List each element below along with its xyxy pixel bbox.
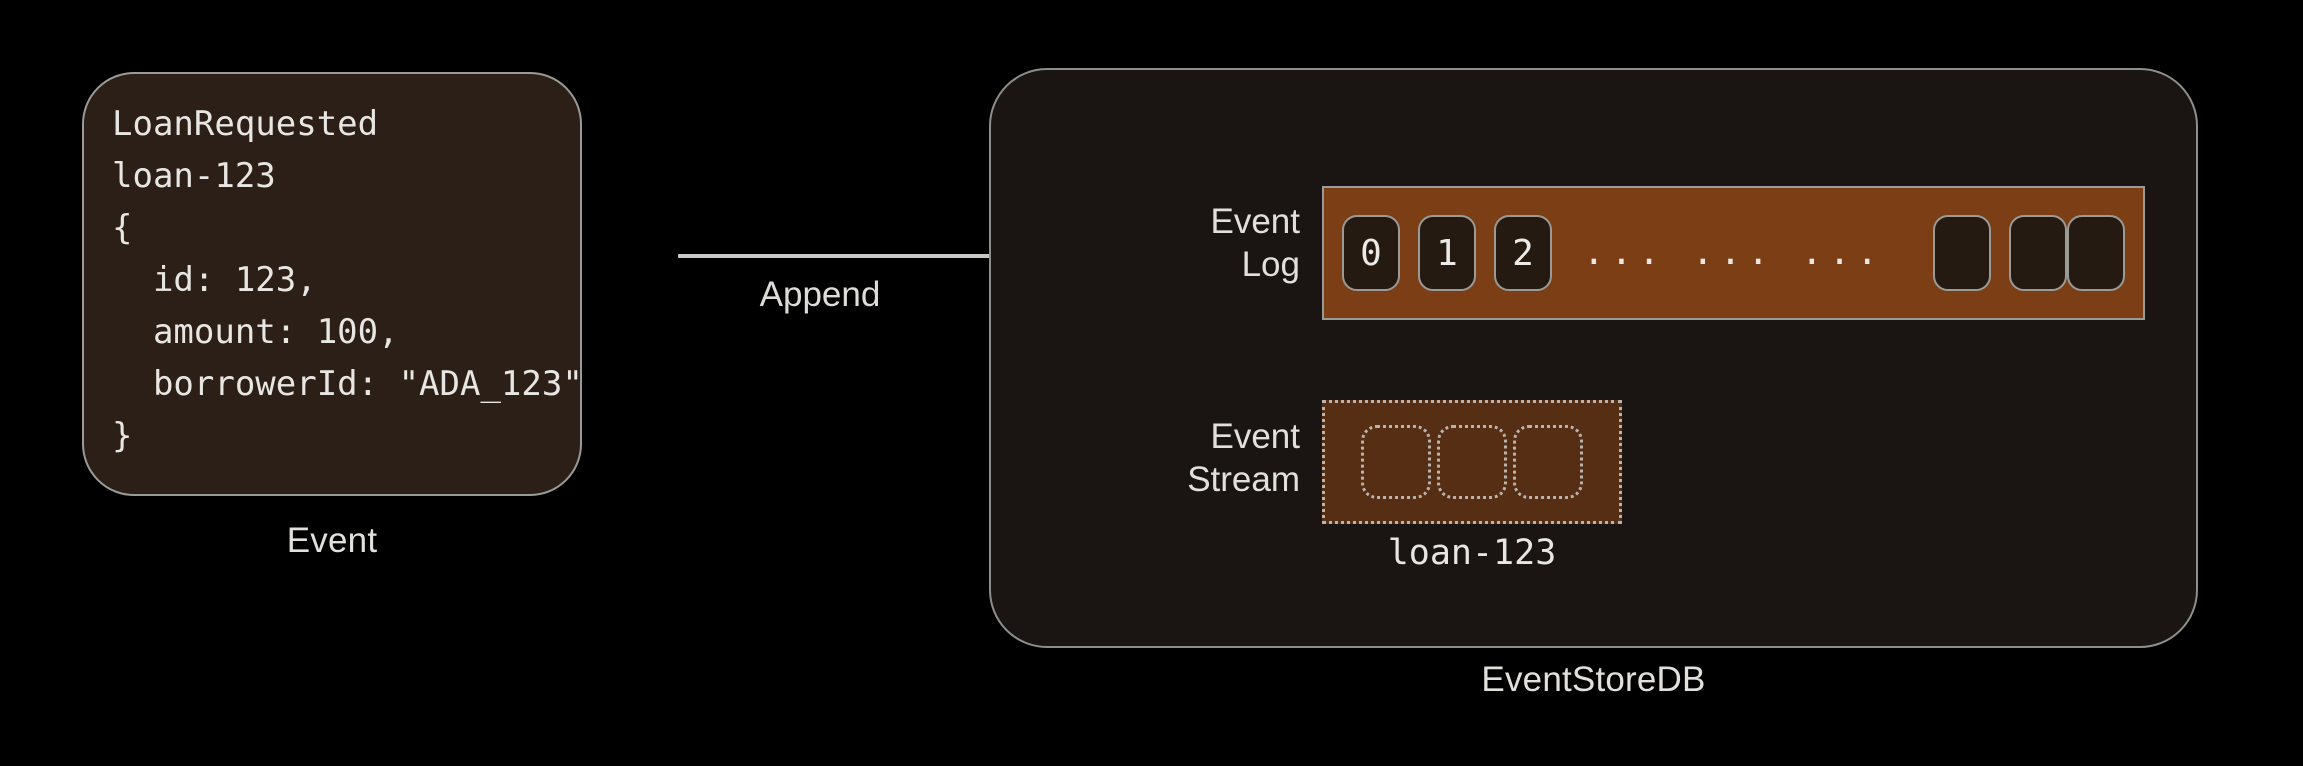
event-card: LoanRequested loan-123 { id: 123, amount… xyxy=(82,72,583,496)
event-stream-cell[interactable] xyxy=(1361,425,1431,499)
event-log-cell[interactable]: 2 xyxy=(1494,215,1552,291)
event-card-caption: Event xyxy=(286,521,378,560)
ellipsis-group: ... xyxy=(1691,232,1776,273)
event-log-cell-empty[interactable] xyxy=(1933,215,1991,291)
event-log-bar: 0 1 2 ... ... ... xyxy=(1322,186,2145,320)
event-payload-code: LoanRequested loan-123 { id: 123, amount… xyxy=(112,104,583,456)
event-stream-cell[interactable] xyxy=(1437,425,1507,499)
ellipsis-group: ... xyxy=(1582,232,1666,273)
event-stream-caption: loan-123 xyxy=(1387,533,1557,573)
eventstoredb-container xyxy=(989,68,2198,648)
event-log-label: Event Log xyxy=(1210,202,1301,284)
event-log-cell-empty[interactable] xyxy=(2009,215,2067,291)
event-stream-box xyxy=(1322,400,1622,524)
ellipsis-group: ... xyxy=(1801,232,1885,273)
append-arrow-label: Append xyxy=(759,275,881,314)
eventstoredb-caption: EventStoreDB xyxy=(1481,660,1706,699)
event-log-cell[interactable]: 1 xyxy=(1418,215,1476,291)
event-log-ellipsis: ... ... ... xyxy=(1552,235,1915,271)
event-log-cell-empty[interactable] xyxy=(2067,215,2125,291)
event-stream-label: Event Stream xyxy=(1187,417,1300,499)
event-stream-cell[interactable] xyxy=(1513,425,1583,499)
event-log-cell[interactable]: 0 xyxy=(1342,215,1400,291)
